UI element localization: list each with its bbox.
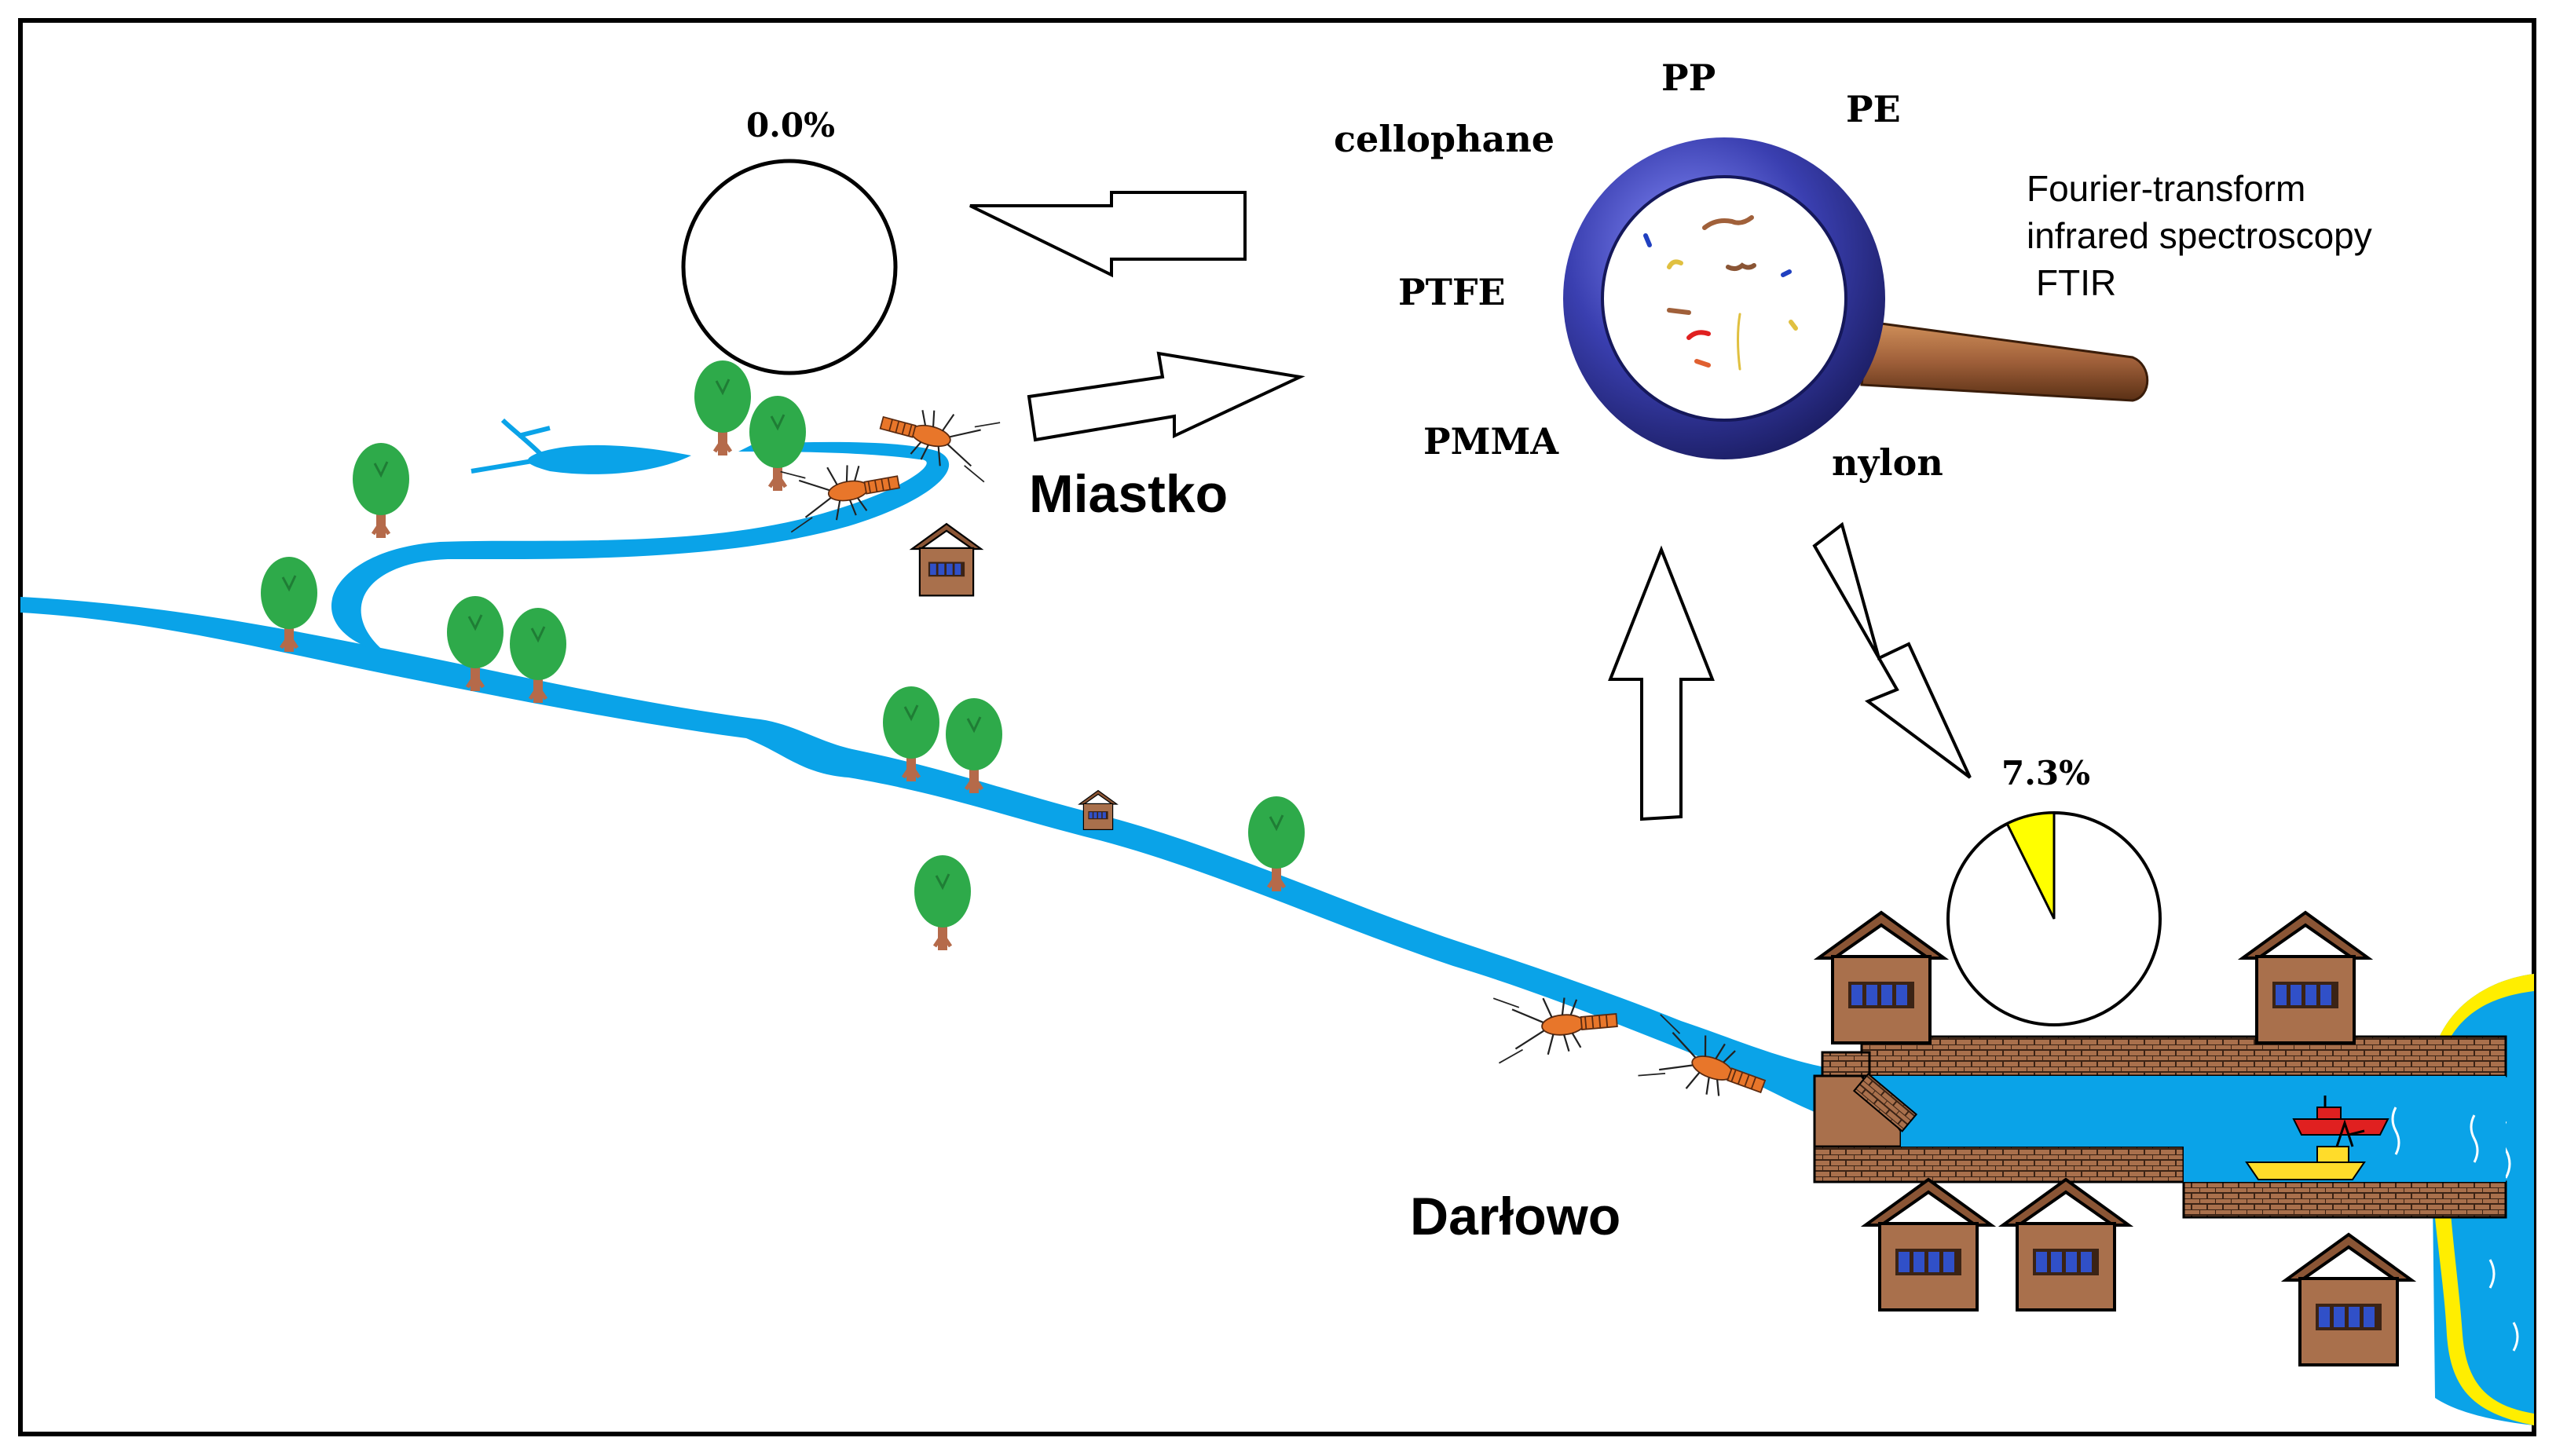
magnifier <box>1563 137 2149 459</box>
main-river <box>20 597 1830 1115</box>
polymer-ptfe: PTFE <box>1398 271 1506 313</box>
pie-downstream-slice <box>2005 811 2056 920</box>
polymer-cellophane: cellophane <box>1334 118 1555 160</box>
pie-downstream <box>1946 811 2162 1026</box>
microplastic-particles <box>1643 215 1798 371</box>
frame-border <box>18 18 2536 1436</box>
location-upstream-label: Miastko <box>1029 464 1229 524</box>
boat-yellow <box>2245 1119 2366 1180</box>
arrow-down-to-pie <box>1812 521 1972 779</box>
pie-downstream-label: 7.3% <box>2001 754 2090 792</box>
tributary <box>331 441 950 652</box>
polymer-pmma: PMMA <box>1423 420 1559 463</box>
pie-upstream <box>681 159 898 375</box>
method-line-3: FTIR <box>2036 262 2117 303</box>
arrow-darlowo-up <box>1608 545 1715 821</box>
arrow-miastko-to-ftir <box>1027 351 1305 442</box>
polymer-pp: PP <box>1661 57 1716 99</box>
location-downstream-label: Darłowo <box>1410 1187 1621 1246</box>
beach <box>2431 974 2534 1076</box>
polymer-pe: PE <box>1846 88 1901 130</box>
arrow-left-to-pie <box>969 191 1247 278</box>
harbour <box>1813 1035 2507 1219</box>
polymer-nylon: nylon <box>1832 441 1943 484</box>
method-line-1: Fourier-transform <box>2027 168 2306 209</box>
pie-upstream-label: 0.0% <box>746 106 835 145</box>
method-line-2: infrared spectroscopy <box>2027 215 2372 256</box>
method-label: Fourier-transform infrared spectroscopy … <box>2027 165 2372 306</box>
